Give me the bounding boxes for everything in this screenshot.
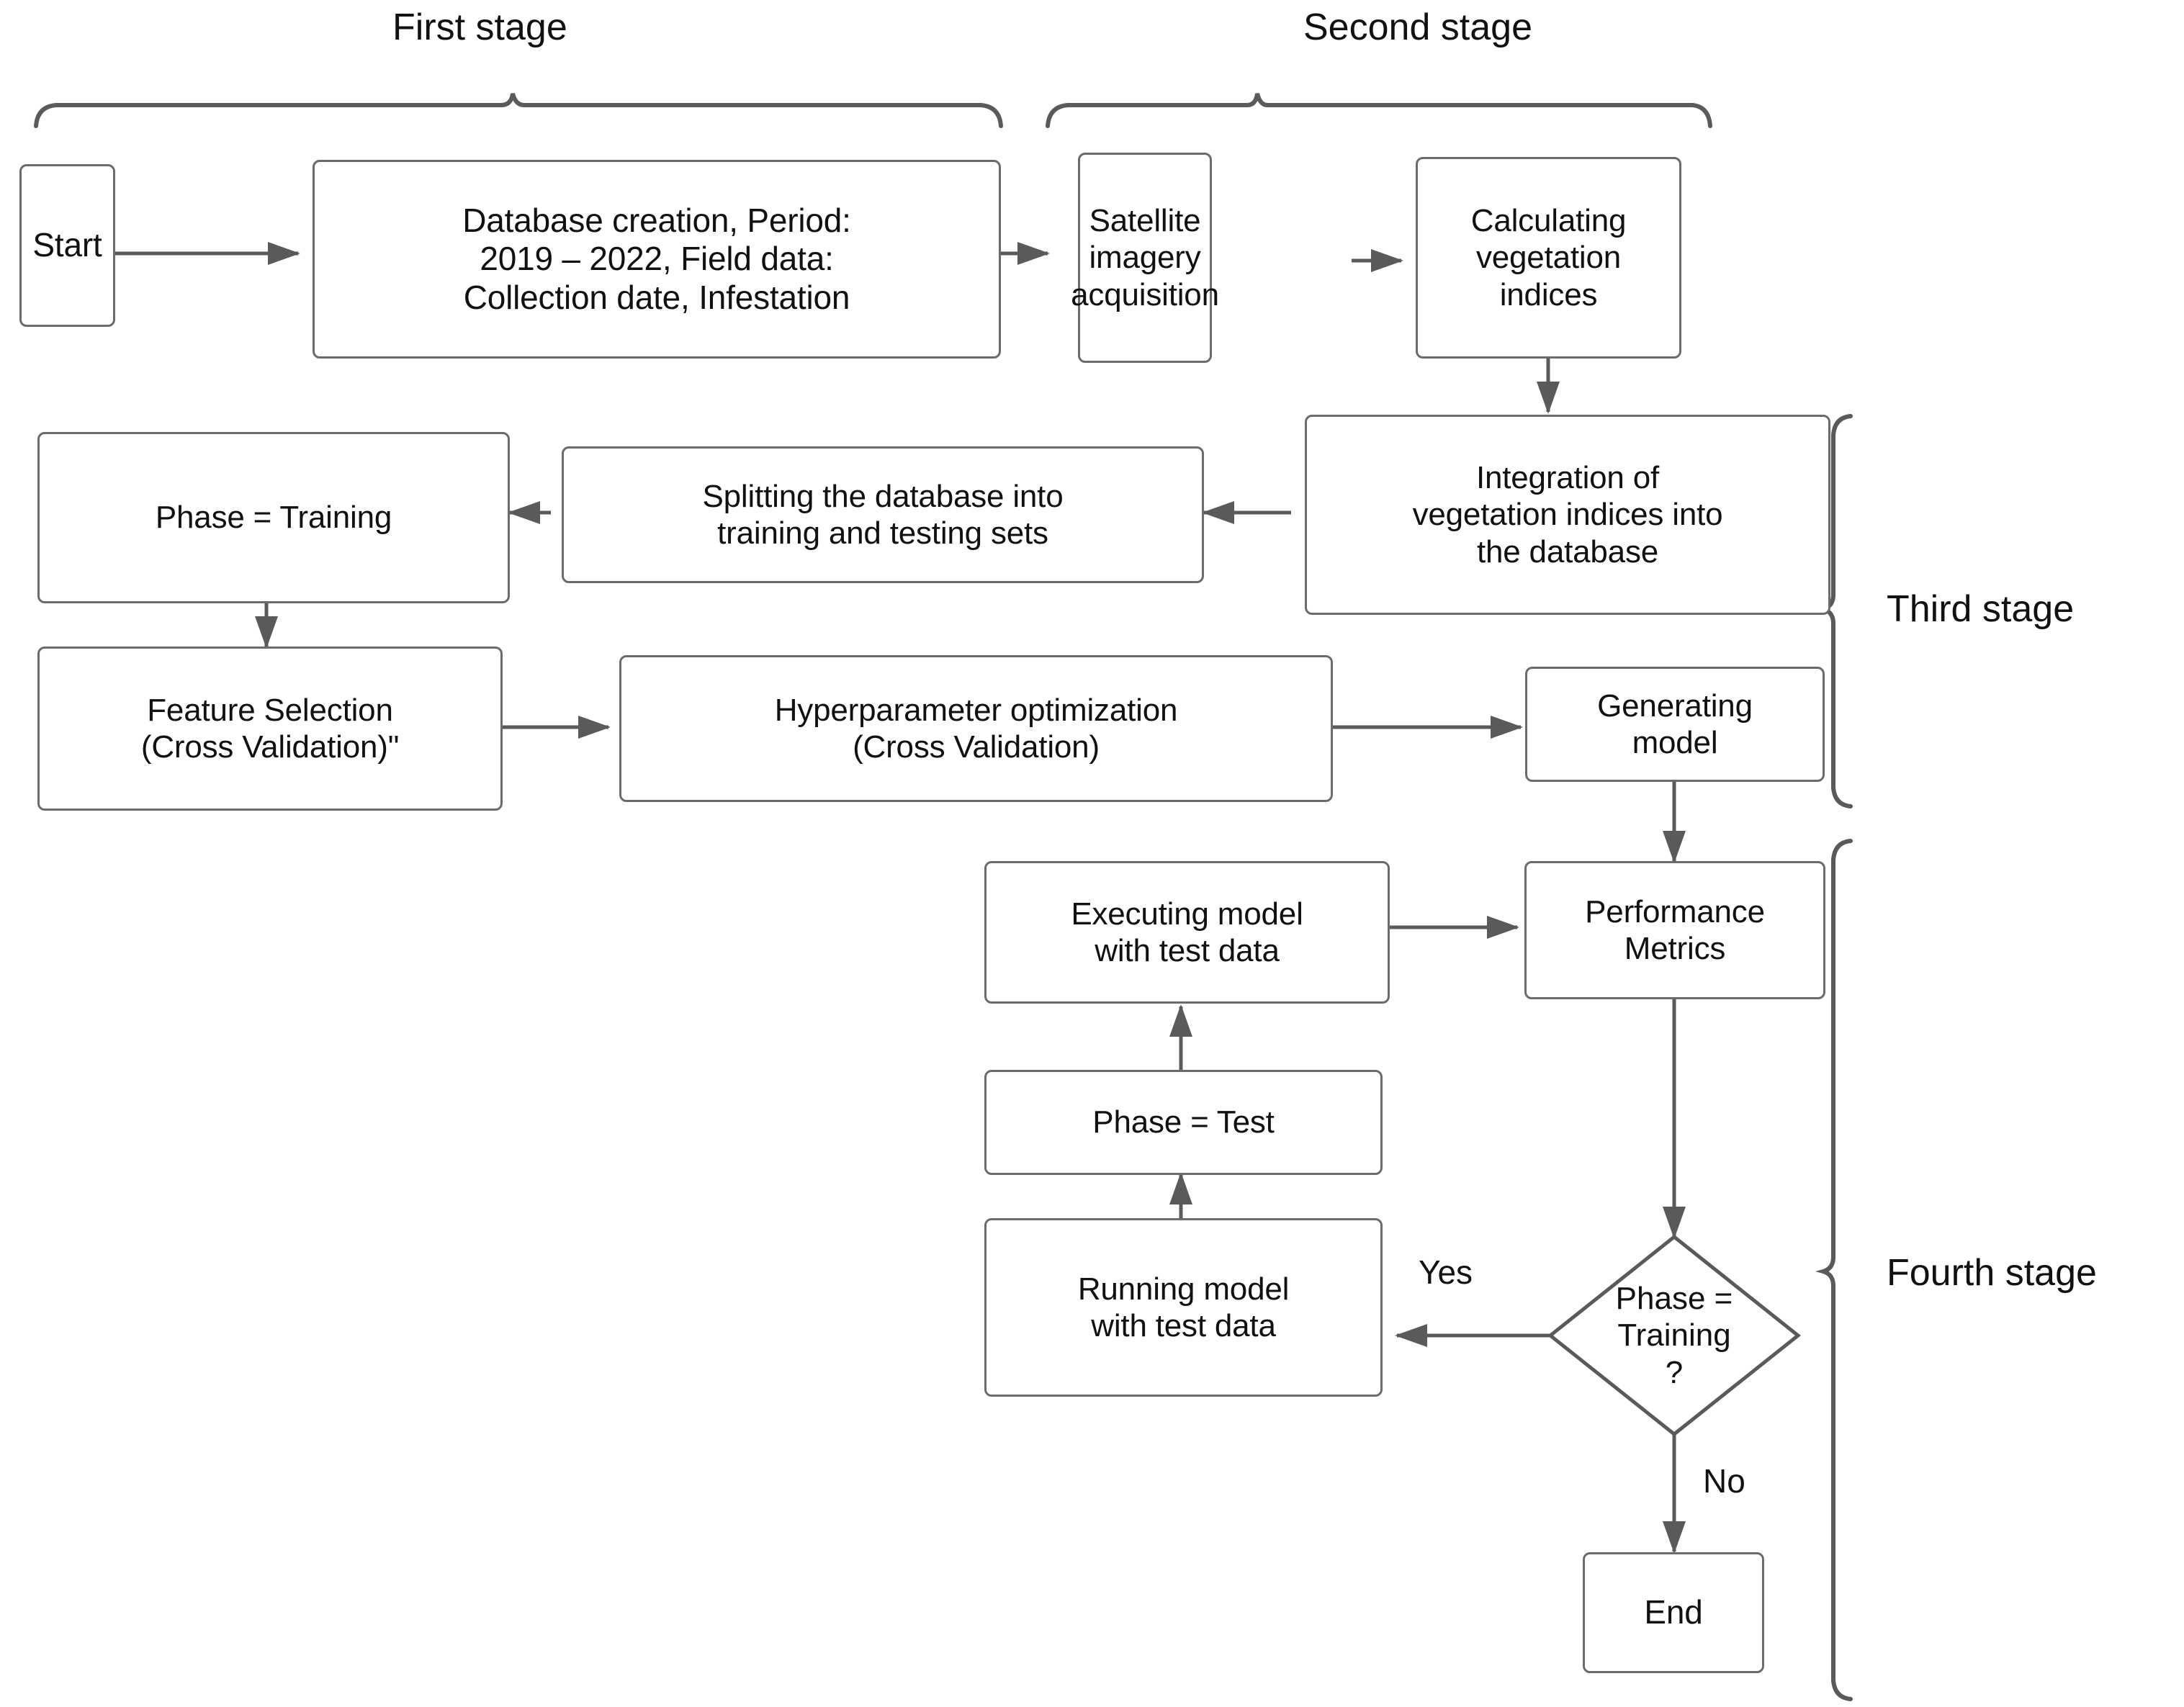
node-integration-of-vegetation-indices-label: Integration of vegetation indices into t… xyxy=(1412,460,1723,569)
node-hyperparameter-optimization[interactable]: Hyperparameter optimization (Cross Valid… xyxy=(619,655,1333,802)
stage-title-fourth: Fourth stage xyxy=(1887,1252,2097,1294)
node-generating-model-label: Generating model xyxy=(1597,688,1753,760)
brace-second-stage xyxy=(1046,93,1712,128)
node-calculating-vegetation-indices-label: Calculating vegetation indices xyxy=(1470,203,1627,312)
brace-fourth-stage xyxy=(1815,839,1853,1701)
node-executing-model-test-data-label: Executing model with test data xyxy=(1071,896,1303,968)
decision-diamond-shape xyxy=(1547,1234,1802,1437)
node-database-creation[interactable]: Database creation, Period: 2019 – 2022, … xyxy=(313,160,1001,359)
node-database-creation-label: Database creation, Period: 2019 – 2022, … xyxy=(462,201,851,316)
node-phase-test[interactable]: Phase = Test xyxy=(984,1070,1383,1175)
brace-first-stage xyxy=(34,93,1003,128)
node-feature-selection[interactable]: Feature Selection (Cross Validation)" xyxy=(37,647,503,811)
node-feature-selection-label: Feature Selection (Cross Validation)" xyxy=(140,692,400,765)
node-generating-model[interactable]: Generating model xyxy=(1525,667,1825,782)
edge-label-yes: Yes xyxy=(1419,1253,1473,1291)
stage-title-second: Second stage xyxy=(1303,6,1533,48)
node-decision-phase-training-label: Phase = Training ? xyxy=(1615,1281,1733,1390)
node-end[interactable]: End xyxy=(1583,1552,1764,1673)
node-start[interactable]: Start xyxy=(19,164,115,327)
node-executing-model-test-data[interactable]: Executing model with test data xyxy=(984,861,1390,1004)
node-satellite-imagery-acquisition[interactable]: Satellite imagery acquisition xyxy=(1071,153,1219,363)
node-hyperparameter-optimization-label: Hyperparameter optimization (Cross Valid… xyxy=(774,692,1178,765)
node-splitting-database-label: Splitting the database into training and… xyxy=(702,478,1064,551)
node-performance-metrics-label: Performance Metrics xyxy=(1585,893,1765,966)
node-end-label: End xyxy=(1644,1593,1703,1631)
node-decision-phase-training[interactable]: Phase = Training ? xyxy=(1550,1237,1798,1434)
edge-label-no: No xyxy=(1703,1462,1745,1500)
node-running-model-test-data[interactable]: Running model with test data xyxy=(984,1218,1383,1397)
node-satellite-imagery-acquisition-label: Satellite imagery acquisition xyxy=(1071,203,1219,312)
node-phase-training[interactable]: Phase = Training xyxy=(37,432,510,603)
stage-title-third: Third stage xyxy=(1887,588,2075,630)
node-splitting-database[interactable]: Splitting the database into training and… xyxy=(562,446,1204,583)
node-start-label: Start xyxy=(32,226,102,264)
node-running-model-test-data-label: Running model with test data xyxy=(1077,1271,1290,1343)
node-phase-training-label: Phase = Training xyxy=(155,500,392,536)
node-phase-test-label: Phase = Test xyxy=(1092,1104,1275,1140)
node-integration-of-vegetation-indices[interactable]: Integration of vegetation indices into t… xyxy=(1305,415,1830,615)
node-performance-metrics[interactable]: Performance Metrics xyxy=(1524,861,1825,999)
stage-title-first: First stage xyxy=(392,6,567,48)
node-calculating-vegetation-indices[interactable]: Calculating vegetation indices xyxy=(1416,157,1681,359)
